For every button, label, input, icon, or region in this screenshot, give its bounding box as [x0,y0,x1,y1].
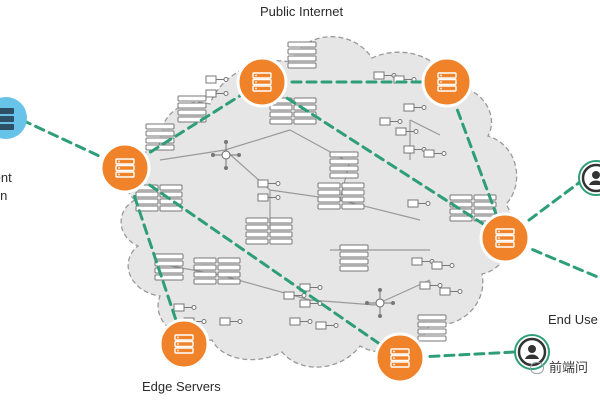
watermark: 前端问 [530,357,600,375]
cdn-routes [20,80,600,360]
edge-servers-label: Edge Servers [142,379,221,394]
end-user-1 [578,160,600,196]
content-origin-label-line1: tent [0,170,12,185]
edge-server-2 [236,56,288,108]
content-origin-label-line2: gin [0,188,8,203]
edge-server-4 [479,212,531,264]
edge-server-3 [421,56,473,108]
edge-server-6 [374,332,426,384]
origin-server-icon [0,97,27,139]
wechat-icon [530,362,544,374]
edge-server-1 [99,142,151,194]
end-users-label: End Use [548,312,598,327]
edge-server-5 [158,318,210,370]
end-user-2 [514,334,550,370]
public-internet-label: Public Internet [260,4,344,19]
watermark-text: 前端问 [549,360,589,375]
